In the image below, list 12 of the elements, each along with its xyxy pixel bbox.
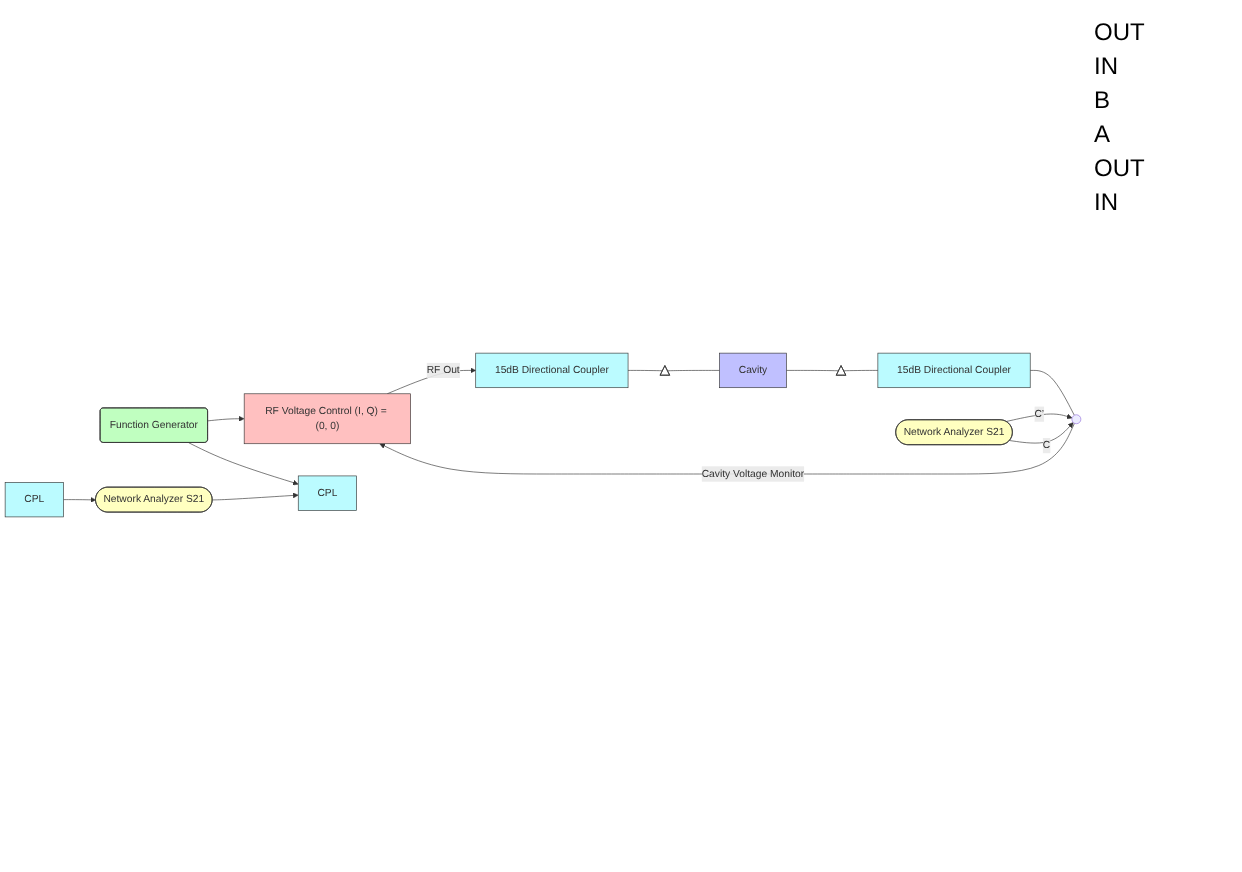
connector	[786, 371, 840, 372]
connector	[843, 371, 879, 372]
port-label: A	[1094, 120, 1113, 148]
connector	[667, 371, 720, 372]
port-label: IN	[1094, 52, 1120, 80]
port-label: OUT	[1094, 18, 1147, 46]
node-circle	[1071, 415, 1082, 425]
port-label: OUT	[1094, 154, 1147, 182]
connector	[1029, 371, 1075, 417]
port-label: B	[1094, 86, 1113, 114]
connector	[627, 371, 664, 372]
port-label: IN	[1094, 188, 1120, 216]
